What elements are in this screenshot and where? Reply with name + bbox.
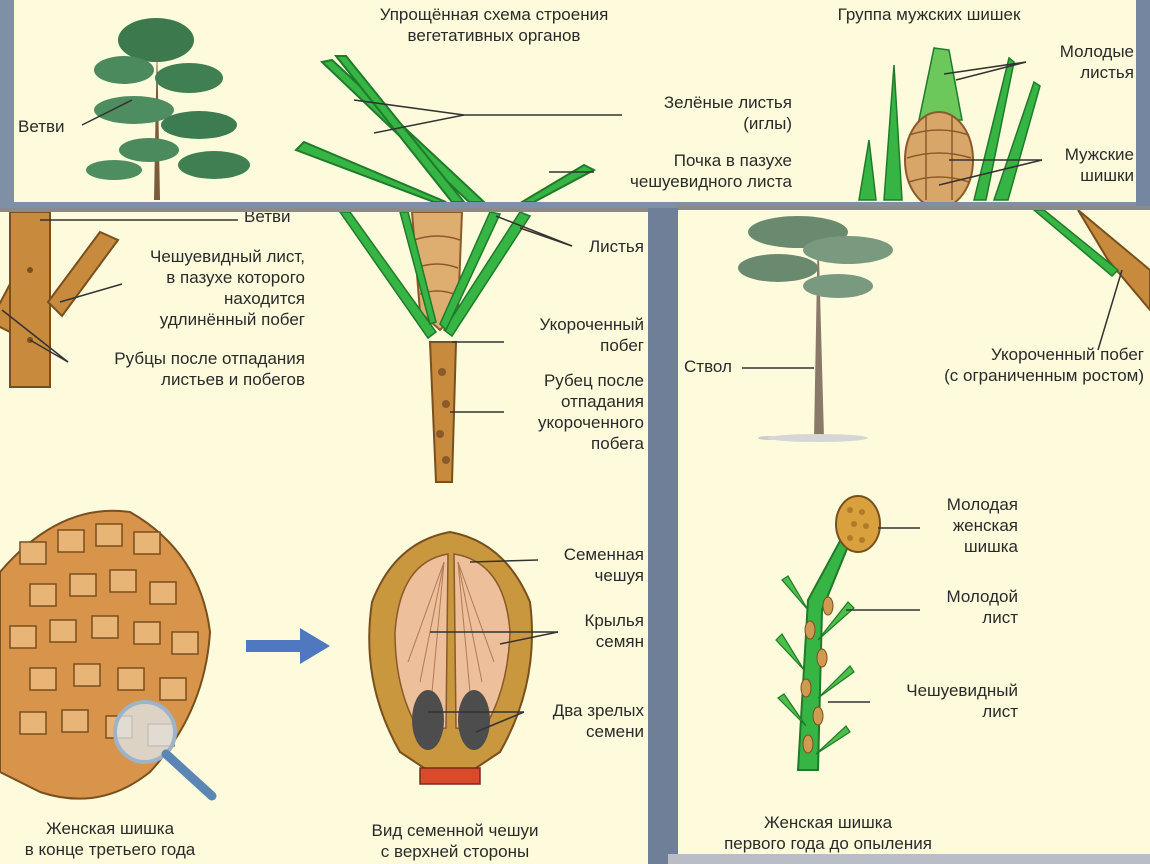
needle-sprig-illustration (294, 55, 597, 202)
left-illustrations (0, 212, 573, 801)
label-branches-top: Ветви (18, 117, 65, 136)
male-group-title: Группа мужских шишек (837, 5, 1021, 24)
short-shoot-limited-illustration (1032, 210, 1150, 312)
top-diagram-panel: Упрощённая схема строения вегетативных о… (14, 0, 1136, 202)
slide-edge (648, 208, 678, 864)
short-shoot-illustration (339, 212, 532, 483)
label-branches-left: Ветви (244, 208, 291, 226)
label-seed-scale: Семенная чешуя (563, 545, 644, 585)
label-male-cones: Мужские шишки (1064, 145, 1134, 185)
caption-young-female-cone: Женская шишка первого года до опыления (724, 813, 932, 853)
label-young-female-cone: Молодая женская шишка (946, 495, 1018, 556)
branch-segment-illustration (0, 212, 120, 388)
young-female-cone-illustration (775, 495, 881, 771)
label-scale-leaf-axil: Чешуевидный лист, в пазухе которого нахо… (149, 247, 305, 329)
slide-edge (668, 854, 1150, 864)
arrow-icon (246, 628, 330, 664)
left-leader-lines (1, 215, 573, 733)
right-leader-lines (742, 269, 1123, 703)
label-short-shoot-limited: Укороченный побег (с ограниченным ростом… (944, 345, 1144, 385)
label-two-seeds: Два зрелых семени (552, 701, 644, 741)
tree-trunk-illustration (738, 216, 893, 442)
top-leader-lines (81, 61, 1043, 186)
label-bud: Почка в пазухе чешуевидного листа (630, 151, 792, 191)
right-diagram-panel: Ствол Укороченный побег (с ограниченным … (678, 206, 1150, 854)
seed-scale-illustration (368, 530, 533, 785)
caption-mature-cone: Женская шишка в конце третьего года (24, 819, 196, 859)
left-diagram-panel: Ветви Чешуевидный лист, в пазухе которог… (0, 208, 648, 864)
right-illustrations (738, 210, 1150, 771)
label-green-leaves: Зелёные листья (иглы) (663, 93, 792, 133)
label-short-shoot: Укороченный побег (539, 315, 644, 355)
label-short-shoot-scar: Рубец после отпадания укороченного побег… (538, 371, 644, 453)
label-seed-wings: Крылья семян (584, 611, 644, 651)
label-young-leaves: Молодые листья (1059, 42, 1134, 82)
mature-cone-illustration (0, 509, 217, 801)
label-scars: Рубцы после отпадания листьев и побегов (114, 349, 305, 389)
caption-seed-scale-view: Вид семенной чешуи с верхней стороны (371, 821, 539, 861)
label-leaves: Листья (588, 237, 644, 256)
slide-edge (1136, 0, 1150, 206)
label-trunk: Ствол (684, 357, 732, 376)
label-scale-leaf-right: Чешуевидный лист (906, 681, 1018, 721)
diagram-title: Упрощённая схема строения вегетативных о… (379, 5, 609, 45)
male-cones-illustration (858, 47, 1041, 202)
label-young-leaf: Молодой лист (946, 587, 1019, 627)
pine-tree-illustration (86, 18, 250, 200)
top-illustrations (81, 18, 1043, 202)
